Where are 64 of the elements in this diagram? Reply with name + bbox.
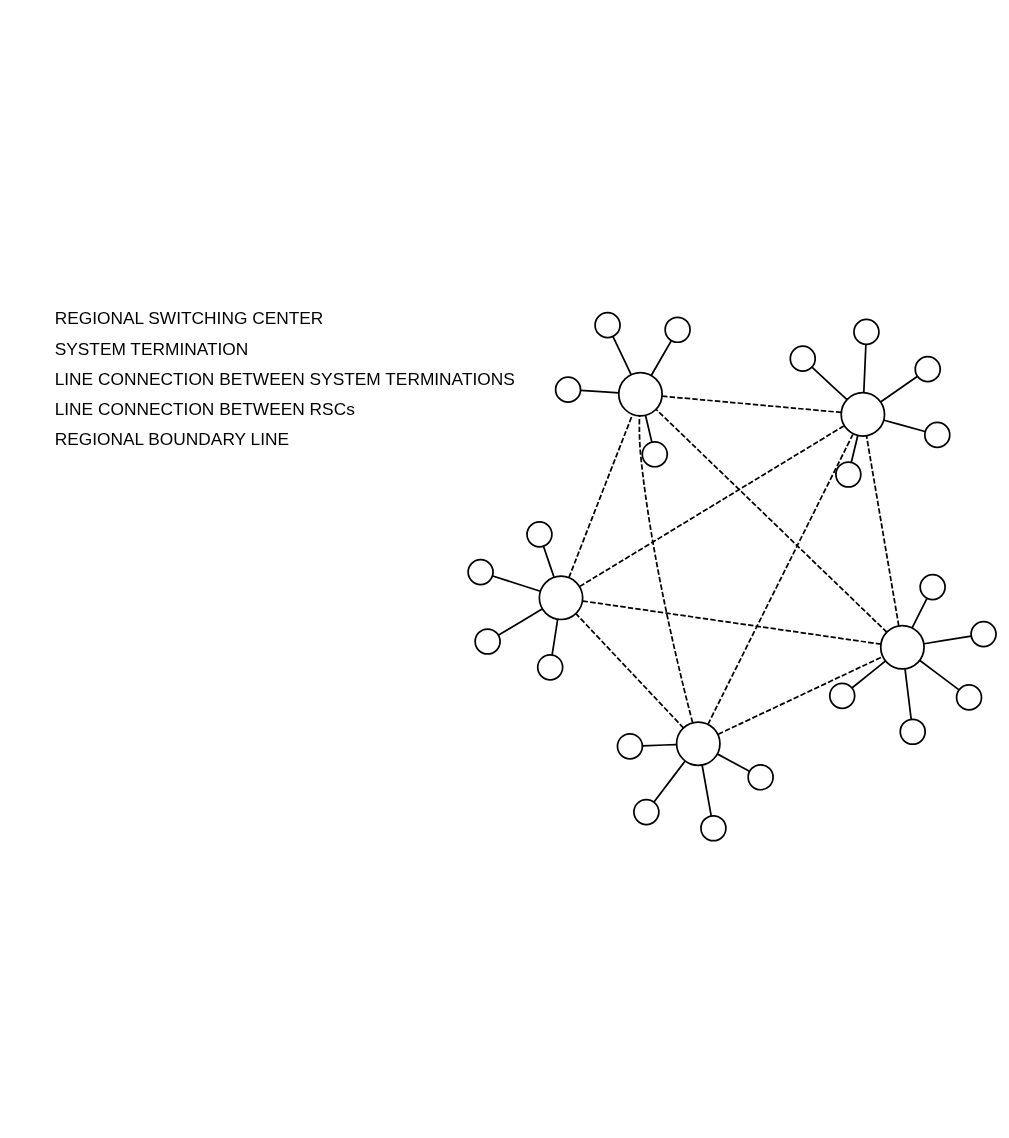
node-circle	[828, 682, 856, 710]
connector	[497, 608, 543, 636]
connector	[865, 434, 900, 627]
node-circle	[879, 624, 925, 670]
node-circle	[616, 733, 644, 760]
node-circle	[853, 318, 880, 346]
node-circle	[914, 355, 942, 383]
node-circle	[970, 620, 997, 648]
connector	[862, 343, 867, 394]
node-circle	[840, 391, 886, 437]
node-circle	[919, 573, 946, 601]
connector	[923, 635, 972, 645]
node-circle	[835, 461, 862, 488]
connector	[811, 366, 848, 401]
connector	[491, 575, 542, 593]
legend-label: REGIONAL BOUNDARY LINE	[54, 429, 290, 450]
node-circle	[955, 684, 983, 711]
connector	[883, 419, 926, 433]
connector	[880, 375, 919, 403]
connector	[582, 600, 882, 645]
node-circle	[641, 441, 669, 468]
connector	[919, 659, 960, 691]
legend-label: REGIONAL SWITCHING CENTER	[54, 308, 324, 329]
node-circle	[789, 345, 817, 372]
node-circle	[675, 721, 721, 767]
node-circle	[899, 718, 927, 746]
connector	[911, 597, 928, 629]
node-circle	[633, 798, 660, 826]
node-circle	[536, 654, 564, 681]
connector	[575, 612, 685, 729]
connector	[579, 425, 845, 588]
node-circle	[700, 814, 727, 842]
node-circle	[467, 558, 494, 586]
connector	[612, 335, 632, 376]
node-circle	[617, 371, 663, 417]
connector	[850, 434, 859, 464]
node-circle	[538, 575, 584, 621]
connector	[551, 618, 559, 656]
connector	[661, 395, 842, 414]
connector	[568, 413, 634, 579]
connector	[641, 743, 678, 747]
connector	[904, 668, 912, 720]
connector	[650, 339, 673, 377]
connector	[638, 415, 694, 724]
node-circle	[747, 763, 774, 791]
node-circle	[526, 521, 553, 548]
node-circle	[594, 311, 621, 339]
connector	[707, 433, 854, 725]
connector	[717, 655, 884, 736]
connector	[653, 760, 687, 803]
node-circle	[474, 628, 501, 655]
connector	[655, 408, 888, 634]
legend-label: LINE CONNECTION BETWEEN RSCs	[54, 399, 355, 420]
legend-label: SYSTEM TERMINATION	[54, 338, 249, 359]
node-circle	[664, 316, 691, 344]
connector	[644, 414, 653, 443]
connector	[542, 545, 555, 578]
connector	[851, 660, 887, 689]
legend-label: LINE CONNECTION BETWEEN SYSTEM TERMINATIONS	[54, 368, 515, 389]
connector	[716, 753, 751, 773]
connector	[579, 389, 620, 394]
connector	[701, 764, 713, 817]
node-circle	[554, 376, 582, 403]
node-circle	[924, 421, 951, 449]
